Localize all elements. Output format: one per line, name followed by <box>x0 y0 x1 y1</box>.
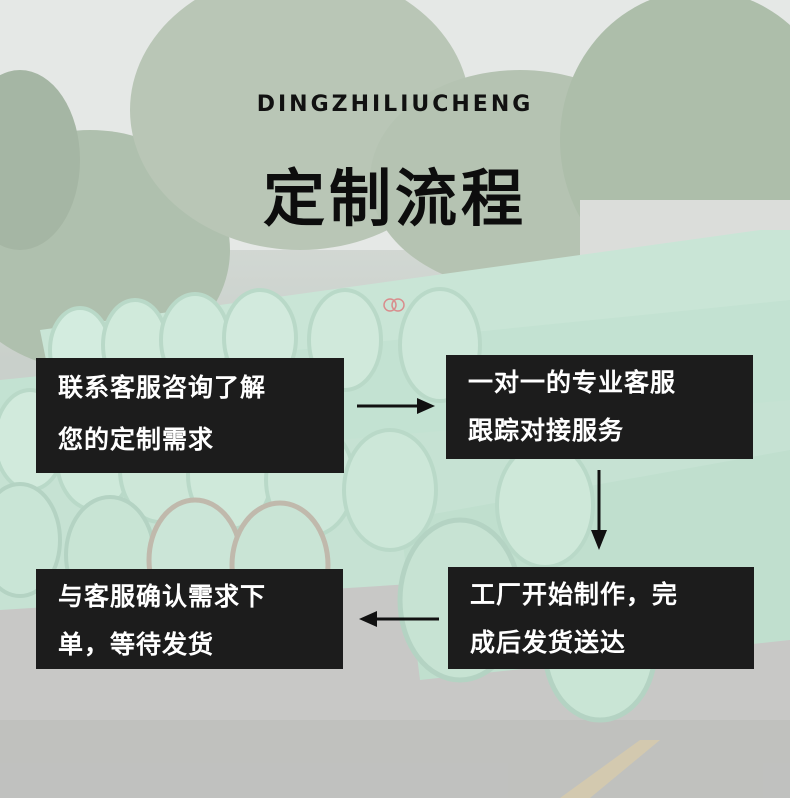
step-text-line: 单，等待发货 <box>58 630 215 659</box>
step-text-line: 工厂开始制作，完 <box>470 580 679 609</box>
arrow-right-icon <box>357 398 435 414</box>
page-subtitle: DINGZHILIUCHENG <box>256 92 534 117</box>
step-text-line: 一对一的专业客服 <box>468 368 677 397</box>
step-text-line: 您的定制需求 <box>58 425 215 454</box>
step-text-line: 与客服确认需求下 <box>58 582 267 611</box>
step-text-line: 联系客服咨询了解 <box>58 373 267 402</box>
arrow-down-icon <box>591 470 607 550</box>
step-text-line: 跟踪对接服务 <box>468 416 625 445</box>
step-box-production: 工厂开始制作，完 成后发货送达 <box>448 567 754 669</box>
step-text-line: 成后发货送达 <box>470 628 627 657</box>
brand-logo-icon <box>383 298 405 312</box>
page-title: 定制流程 <box>262 162 527 235</box>
step-box-order: 与客服确认需求下 单，等待发货 <box>36 569 343 669</box>
step-box-service: 一对一的专业客服 跟踪对接服务 <box>446 355 753 459</box>
arrow-left-icon <box>359 611 439 627</box>
step-box-consult: 联系客服咨询了解 您的定制需求 <box>36 358 344 473</box>
